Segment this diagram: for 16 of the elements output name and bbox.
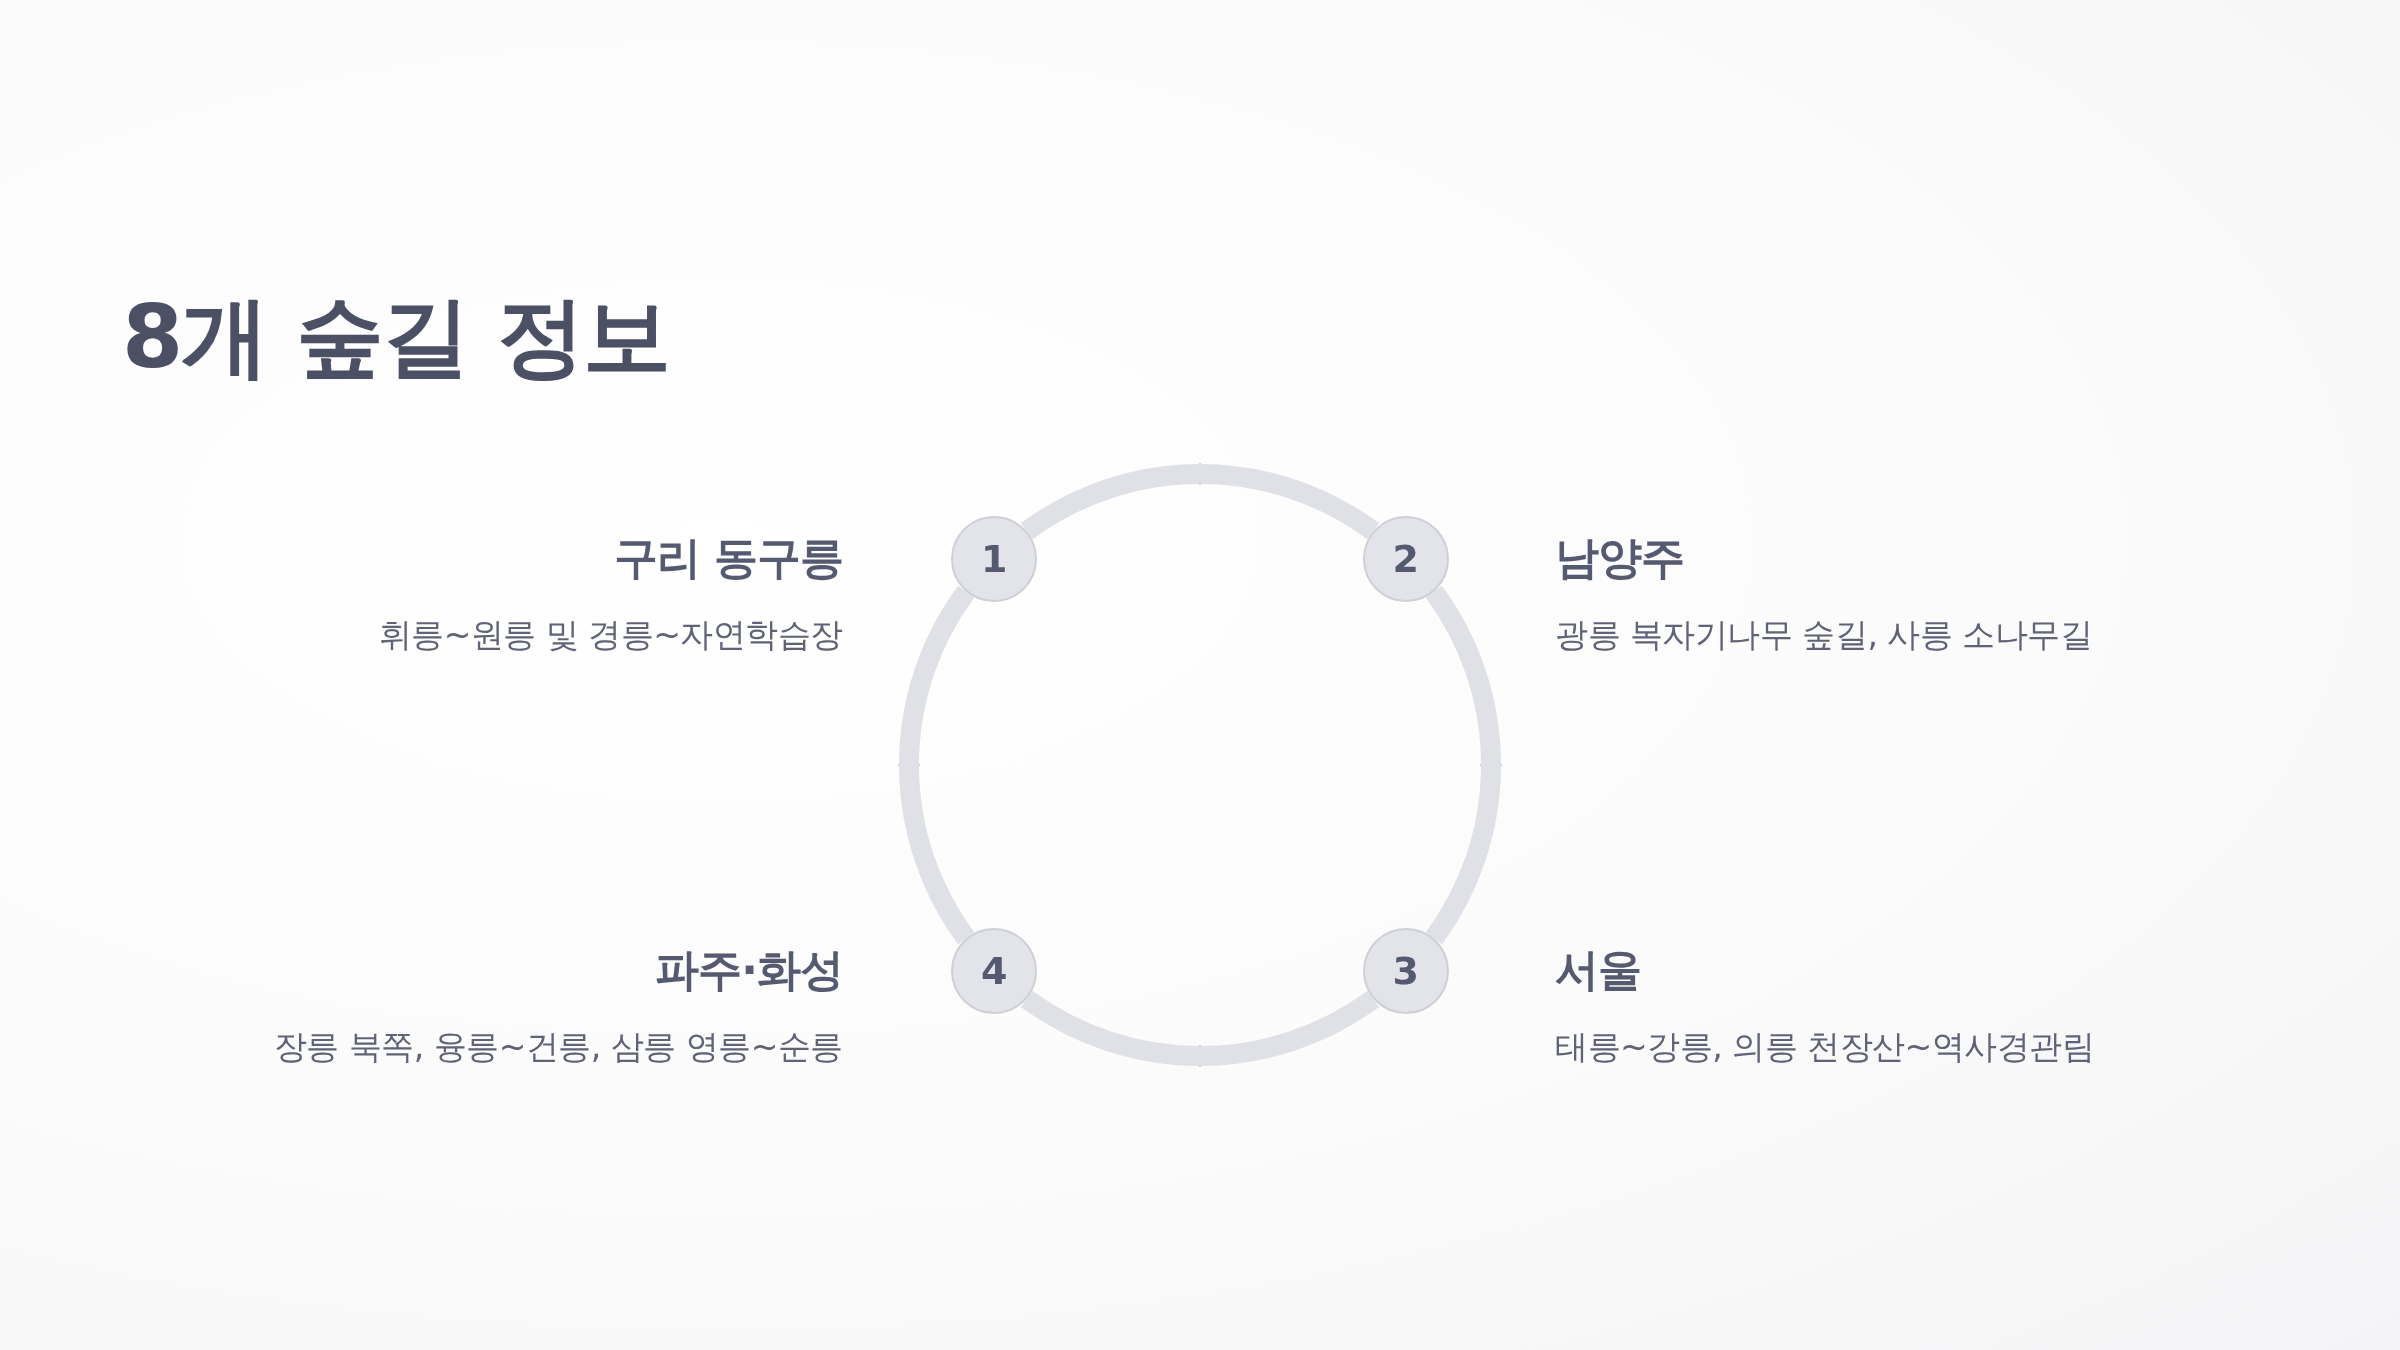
region-heading: 구리 동구릉 — [613, 531, 843, 586]
route-description: 휘릉~원릉 및 경릉~자연학습장 — [378, 614, 843, 657]
ring-segment — [1021, 990, 1379, 1066]
route-description: 장릉 북쪽, 융릉~건릉, 삼릉 영릉~순릉 — [273, 1025, 843, 1068]
region-heading: 남양주 — [1555, 531, 1684, 586]
ring-segment — [1425, 586, 1501, 944]
route-description: 광릉 복자기나무 숲길, 사릉 소나무길 — [1555, 614, 2093, 657]
route-description: 태릉~강릉, 의릉 천장산~역사경관림 — [1555, 1025, 2095, 1068]
number-circle: 1 — [951, 516, 1038, 603]
number-circle: 2 — [1362, 516, 1449, 603]
region-heading: 서울 — [1555, 942, 1641, 997]
region-heading: 파주·화성 — [655, 942, 843, 997]
title: 8개 숲길 정보 — [122, 284, 669, 390]
ring-segment — [899, 586, 975, 944]
number-circle: 3 — [1362, 927, 1449, 1014]
number-circle: 4 — [951, 927, 1038, 1014]
